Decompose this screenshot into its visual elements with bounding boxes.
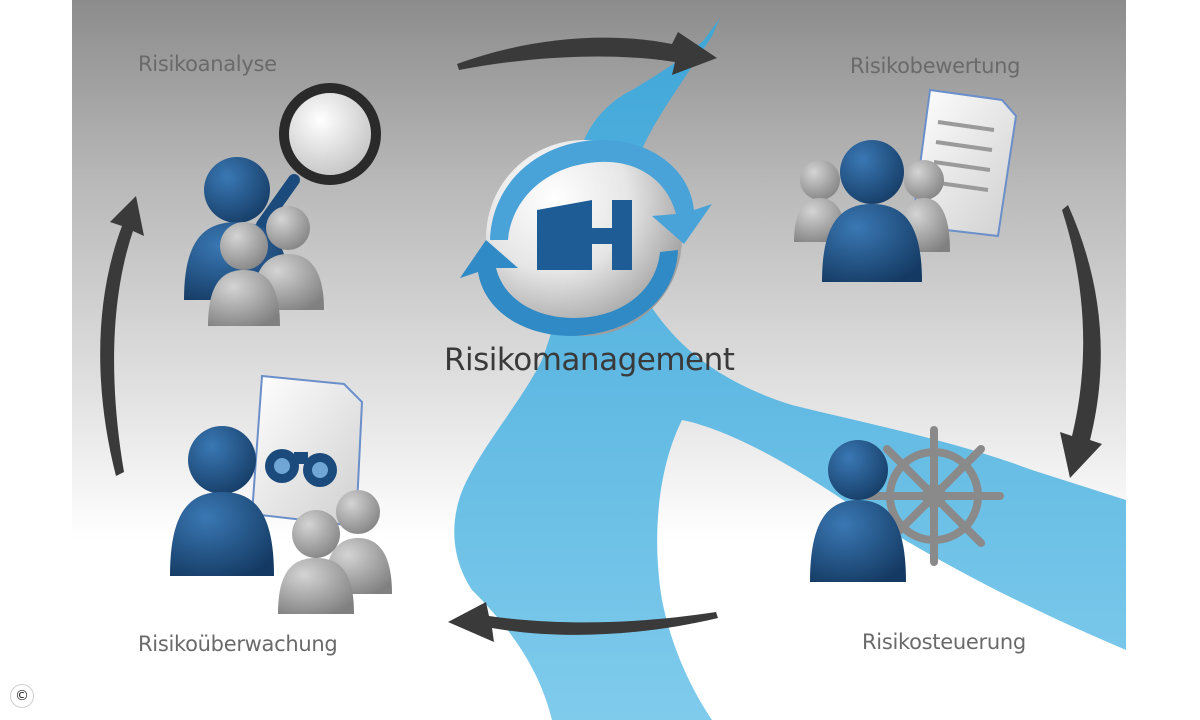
person-ship-wheel-icon [810, 426, 1004, 582]
step-label-bewertung: Risikobewertung [850, 54, 1021, 78]
risk-management-diagram: Risikoanalyse Risikobewertung Risikosteu… [72, 0, 1126, 720]
step-label-analyse: Risikoanalyse [138, 52, 277, 76]
arrow-bottom-icon [448, 602, 718, 642]
cycle-arrows [100, 32, 1102, 642]
step-label-steuerung: Risikosteuerung [862, 630, 1026, 654]
arrow-right-icon [1060, 205, 1102, 478]
diagram-graphics [72, 0, 1126, 720]
people-binoculars-icon [170, 374, 392, 614]
people-document-icon [794, 88, 1018, 282]
arrow-top-icon [457, 32, 717, 75]
people-magnifier-icon [184, 83, 381, 326]
copyright-icon: © [10, 684, 34, 708]
globe-logo-icon [460, 140, 712, 336]
step-label-ueberwachung: Risikoüberwachung [138, 632, 338, 656]
center-title: Risikomanagement [444, 342, 735, 378]
arrow-left-icon [100, 196, 144, 476]
